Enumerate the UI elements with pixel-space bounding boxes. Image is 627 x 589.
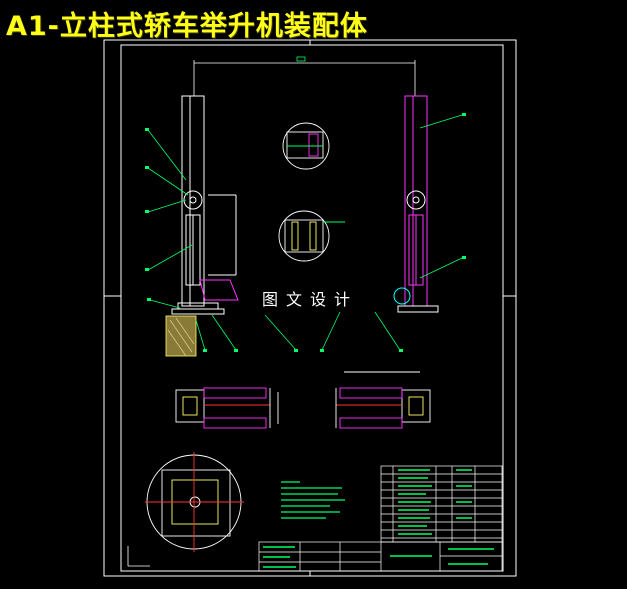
title-block-text xyxy=(263,546,494,568)
left-column-assembly xyxy=(171,95,239,315)
title-block xyxy=(258,541,503,572)
detail-view-lower xyxy=(278,210,345,262)
corner-axis-marker xyxy=(127,546,150,567)
watermark-text: 图文设计 xyxy=(256,284,365,312)
right-leader-lines xyxy=(374,114,463,351)
technical-notes xyxy=(281,481,345,519)
plan-view-left xyxy=(175,387,279,429)
parts-list-text xyxy=(398,469,472,535)
parts-list-table xyxy=(380,465,503,543)
left-base-hatch xyxy=(165,315,197,357)
plan-view-right xyxy=(335,371,431,429)
top-dimension xyxy=(193,56,416,96)
left-leader-lines xyxy=(147,129,341,351)
right-column-assembly xyxy=(393,95,439,313)
base-plate-view xyxy=(145,452,244,552)
right-leader-tags xyxy=(399,113,466,352)
drawing-title: A1-立柱式轿车举升机装配体 xyxy=(6,11,368,42)
left-leader-tags xyxy=(145,128,324,352)
detail-view-upper xyxy=(282,122,330,170)
